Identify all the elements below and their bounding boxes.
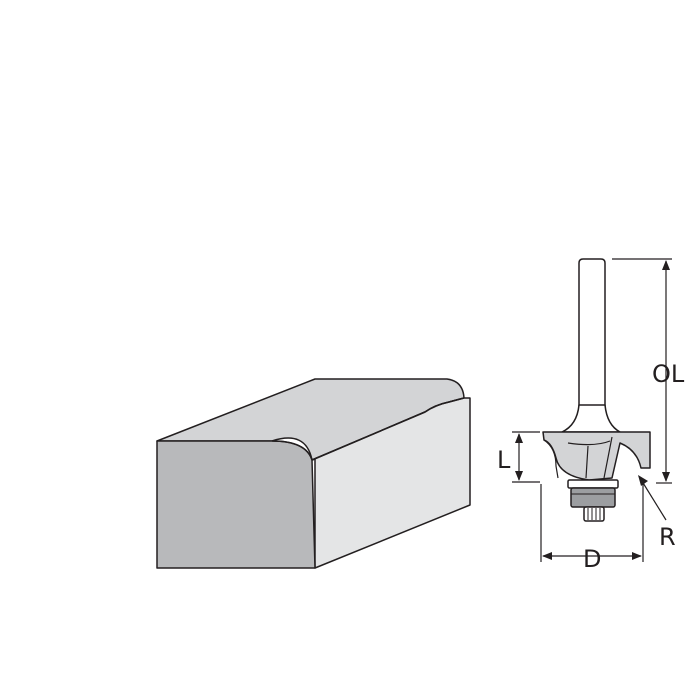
- label-r: R: [659, 523, 676, 551]
- bit-bearing-screw: [583, 506, 605, 522]
- workpiece-block: [156, 378, 471, 569]
- router-bit: [542, 258, 651, 522]
- bit-neck: [561, 404, 621, 433]
- l-arrow-top: [515, 433, 523, 443]
- bit-bearing-collar: [567, 479, 619, 489]
- block-roundover-edge: [271, 397, 465, 461]
- label-ol: OL: [652, 360, 685, 388]
- r-arrow: [638, 475, 648, 486]
- label-l: L: [497, 446, 511, 474]
- r-leader-line: [639, 477, 667, 521]
- bit-cutter-head: [542, 431, 651, 481]
- d-arrow-right: [632, 552, 642, 560]
- bit-bearing: [570, 487, 616, 508]
- dimension-arrowheads: [515, 260, 670, 560]
- bit-screw-thread: [587, 508, 601, 520]
- bit-shank: [578, 258, 606, 413]
- l-arrow-bottom: [515, 471, 523, 481]
- bit-cove-left: [543, 439, 559, 479]
- d-arrow-left: [542, 552, 552, 560]
- ol-arrow-bottom: [662, 472, 670, 482]
- ol-arrow-top: [662, 260, 670, 270]
- block-front-face: [156, 440, 316, 569]
- label-d: D: [583, 545, 601, 573]
- bit-flute-line: [567, 436, 613, 479]
